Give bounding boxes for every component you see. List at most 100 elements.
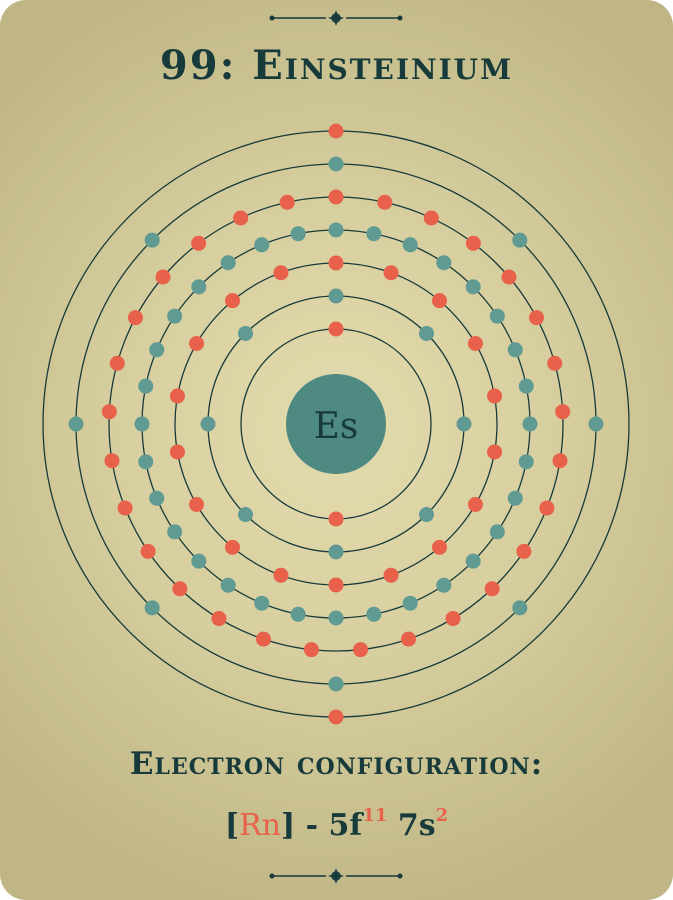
electron [167, 524, 183, 540]
electron [552, 453, 568, 469]
top-ornament [269, 10, 403, 26]
electron [328, 156, 344, 172]
electron [465, 235, 481, 251]
electron [328, 709, 344, 725]
electron [279, 194, 295, 210]
electron [149, 490, 165, 506]
configuration-formula: [Rn] - 5f11 7s2 [0, 805, 673, 843]
electron [507, 490, 523, 506]
core-bracket-close: ] [280, 808, 296, 843]
electron [512, 232, 528, 248]
electron [189, 336, 205, 351]
electron [487, 444, 503, 460]
orbital-7s: 7s [397, 808, 436, 843]
electron [290, 606, 306, 622]
electron [436, 255, 452, 271]
electron [588, 416, 604, 432]
electron [328, 676, 344, 692]
electron [328, 288, 344, 304]
electron [328, 189, 344, 205]
electron [167, 308, 183, 324]
electron [484, 581, 500, 597]
electron [233, 210, 249, 226]
electron [328, 321, 344, 337]
electron [144, 232, 160, 248]
electron [225, 293, 241, 309]
electron [101, 404, 117, 420]
separator: - [295, 808, 329, 843]
nucleus [286, 374, 386, 474]
electron [489, 308, 505, 324]
electron [169, 388, 185, 404]
electron [155, 269, 171, 285]
electron [366, 226, 382, 242]
electron [328, 511, 344, 527]
electron [555, 404, 571, 420]
core-bracket-open: [ [224, 808, 240, 843]
electron [237, 325, 253, 341]
electron [169, 444, 185, 460]
electron [328, 544, 344, 560]
electron [465, 553, 481, 569]
electron [539, 500, 555, 516]
electron [220, 577, 236, 593]
bohr-model-diagram [42, 123, 630, 725]
electron [383, 265, 399, 281]
electron [191, 553, 207, 569]
electron [489, 524, 505, 540]
electron [366, 606, 382, 622]
electron [328, 255, 344, 271]
electron [377, 194, 393, 210]
electron [487, 388, 503, 404]
electron [117, 500, 133, 516]
electron [423, 210, 439, 226]
electron [516, 543, 532, 559]
electron [436, 577, 452, 593]
electron [273, 265, 289, 281]
electron [172, 581, 188, 597]
noble-gas-core: Rn [239, 808, 281, 843]
electron [402, 595, 418, 611]
electron [290, 226, 306, 242]
electron [431, 539, 447, 555]
electron [383, 567, 399, 583]
electron [191, 235, 207, 251]
electron [328, 610, 344, 626]
electron [140, 543, 156, 559]
electron [419, 507, 435, 523]
electron [465, 279, 481, 295]
electron [518, 378, 534, 394]
electron [237, 507, 253, 523]
electron [211, 611, 227, 627]
orbital-5f-count: 11 [362, 805, 388, 826]
electron [445, 611, 461, 627]
bottom-ornament [269, 868, 403, 884]
electron [518, 454, 534, 470]
electron [467, 336, 483, 351]
electron [254, 237, 270, 253]
configuration-label: Electron configuration: [129, 746, 544, 782]
electron [467, 497, 483, 512]
electron [127, 310, 143, 326]
electron [104, 453, 120, 469]
electron [256, 631, 272, 647]
electron [512, 600, 528, 616]
electron [456, 416, 472, 432]
electron [254, 595, 270, 611]
electron [522, 416, 538, 432]
electron [138, 454, 154, 470]
electron [431, 293, 447, 309]
electron [68, 416, 84, 432]
electron [138, 378, 154, 394]
electron [328, 577, 344, 593]
electron [353, 642, 369, 658]
electron [149, 342, 165, 358]
electron [328, 123, 344, 139]
electron [144, 600, 160, 616]
electron [134, 416, 150, 432]
electron [109, 355, 125, 371]
element-symbol: Es [313, 406, 359, 447]
electron [189, 497, 205, 512]
electron [501, 269, 517, 285]
